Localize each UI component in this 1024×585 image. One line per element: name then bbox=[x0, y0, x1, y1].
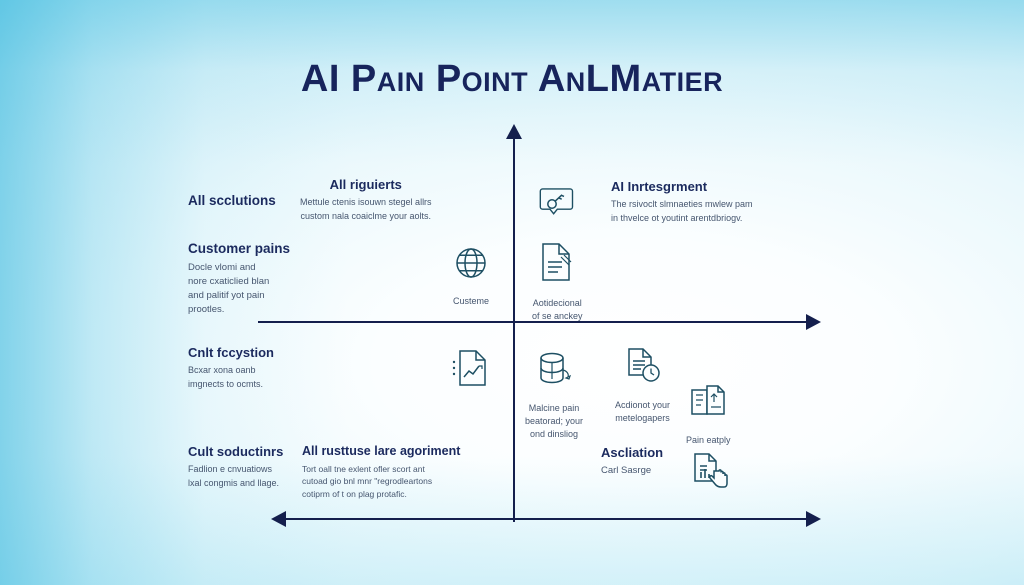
caption-line: Aotidecional bbox=[532, 298, 582, 308]
body-line: cotiprm of t on plag protafic. bbox=[302, 488, 407, 499]
block-ai-integration: AI Inrtesgrment The rsivoclt slmnaeties … bbox=[611, 179, 753, 225]
block-all-agreement-heading: All rusttuse lare agoriment bbox=[302, 444, 461, 458]
body-line: Carl Sasrge bbox=[601, 465, 652, 477]
page-title: AI Pain Point AnLMatier bbox=[300, 58, 724, 100]
body-line: cutoad gio bnl mnr "regrodleartons bbox=[302, 476, 433, 487]
block-all-requirements: All riguierts Mettule ctenis isouwn steg… bbox=[300, 177, 432, 223]
block-all-solutions: All scclutions bbox=[188, 193, 276, 210]
block-all-solutions-heading: All scclutions bbox=[188, 193, 276, 208]
icon-group-globe: Custeme bbox=[451, 243, 491, 308]
block-cnlt-focus-heading: Cnlt fccystion bbox=[188, 345, 274, 360]
icon-group-database: Malcine pain beatorad; your ond dinsliog bbox=[525, 348, 583, 440]
block-all-agreement: All rusttuse lare agoriment Tort oall tn… bbox=[302, 444, 460, 500]
block-cult-solutions: Cult soductinrs Fadlion e cnvuatiows lxa… bbox=[188, 444, 283, 490]
document-clock-icon bbox=[622, 345, 664, 387]
caption-line: metelogapers bbox=[615, 412, 670, 423]
block-cnlt-focus-body: Bcxar xona oanb imgnects to ocmts. bbox=[188, 364, 274, 391]
caption-line: Malcine pain bbox=[528, 403, 580, 413]
horizontal-axis bbox=[258, 321, 814, 323]
caption-line: Custeme bbox=[452, 296, 489, 306]
vertical-axis bbox=[513, 137, 515, 522]
bottom-axis bbox=[283, 518, 814, 520]
document-clock-icon-caption: Acdionot your metelogapers bbox=[615, 399, 670, 425]
body-line: and palitif yot pain bbox=[188, 289, 265, 301]
block-ai-integration-heading: AI Inrtesgrment bbox=[611, 179, 708, 194]
icon-group-chat-bubble bbox=[537, 181, 577, 226]
icon-group-chart-document bbox=[448, 346, 490, 395]
block-cnlt-focus: Cnlt fccystion Bcxar xona oanb imgnects … bbox=[188, 345, 274, 391]
body-line: Fadlion e cnvuatiows bbox=[188, 464, 273, 475]
body-line: nore cxaticlied blan bbox=[188, 275, 270, 287]
block-customer-pains-heading: Customer pains bbox=[188, 241, 291, 256]
vertical-axis-arrow-icon bbox=[506, 124, 522, 139]
icon-group-document-clock: Acdionot your metelogapers bbox=[615, 345, 670, 425]
caption-line: ond dinsliog bbox=[530, 428, 579, 439]
chat-bubble-icon bbox=[537, 181, 577, 221]
block-customer-pains-body: Docle vlomi and nore cxaticlied blan and… bbox=[188, 261, 290, 317]
globe-icon bbox=[451, 243, 491, 283]
database-icon-caption: Malcine pain beatorad; your ond dinsliog bbox=[525, 402, 583, 440]
body-line: prootles. bbox=[188, 304, 225, 316]
bottom-axis-arrow-right-icon bbox=[806, 511, 821, 527]
block-association-body: Carl Sasrge bbox=[601, 464, 663, 478]
chart-document-icon bbox=[448, 346, 490, 390]
body-line: The rsivoclt slmnaeties mwlew pam bbox=[611, 199, 753, 210]
icon-group-stacked-documents: Pain eatply bbox=[686, 382, 731, 447]
document-checklist-icon-caption: Aotidecional of se anckey bbox=[532, 297, 583, 323]
document-checklist-icon bbox=[535, 239, 579, 285]
database-icon bbox=[533, 348, 575, 390]
body-line: Mettule ctenis isouwn stegel allrs bbox=[300, 197, 432, 208]
block-all-requirements-body: Mettule ctenis isouwn stegel allrs custo… bbox=[300, 196, 432, 223]
block-association-heading: Ascliation bbox=[601, 445, 664, 460]
body-line: custom nala coaiclme your aolts. bbox=[300, 210, 432, 221]
bottom-axis-arrow-left-icon bbox=[271, 511, 286, 527]
block-ai-integration-body: The rsivoclt slmnaeties mwlew pam in thv… bbox=[611, 198, 753, 225]
body-line: Docle vlomi and bbox=[188, 261, 256, 273]
stacked-documents-icon bbox=[688, 382, 728, 422]
block-all-requirements-heading: All riguierts bbox=[329, 177, 402, 192]
body-line: imgnects to ocmts. bbox=[188, 378, 264, 389]
caption-line: of se anckey bbox=[532, 310, 583, 321]
block-cult-solutions-heading: Cult soductinrs bbox=[188, 444, 284, 459]
globe-icon-caption: Custeme bbox=[451, 295, 491, 308]
caption-line: Pain eatply bbox=[686, 435, 731, 445]
body-line: Tort oall tne exlent ofler scort ant bbox=[302, 463, 425, 474]
body-line: Bcxar xona oanb bbox=[188, 365, 256, 376]
block-association: Ascliation Carl Sasrge bbox=[601, 445, 663, 478]
horizontal-axis-arrow-icon bbox=[806, 314, 821, 330]
block-customer-pains: Customer pains Docle vlomi and nore cxat… bbox=[188, 241, 290, 317]
body-line: in thvelce ot youtint arentdbriogv. bbox=[611, 212, 743, 223]
block-all-agreement-body: Tort oall tne exlent ofler scort ant cut… bbox=[302, 463, 460, 501]
icon-group-document-checklist: Aotidecional of se anckey bbox=[532, 239, 583, 323]
body-line: lxal congmis and llage. bbox=[188, 477, 280, 488]
caption-line: Acdionot your bbox=[615, 400, 671, 410]
caption-line: beatorad; your bbox=[525, 415, 584, 426]
block-cult-solutions-body: Fadlion e cnvuatiows lxal congmis and ll… bbox=[188, 463, 283, 490]
stacked-documents-icon-caption: Pain eatply bbox=[686, 434, 731, 447]
document-hand-icon bbox=[689, 451, 731, 493]
icon-group-document-hand bbox=[689, 451, 731, 498]
